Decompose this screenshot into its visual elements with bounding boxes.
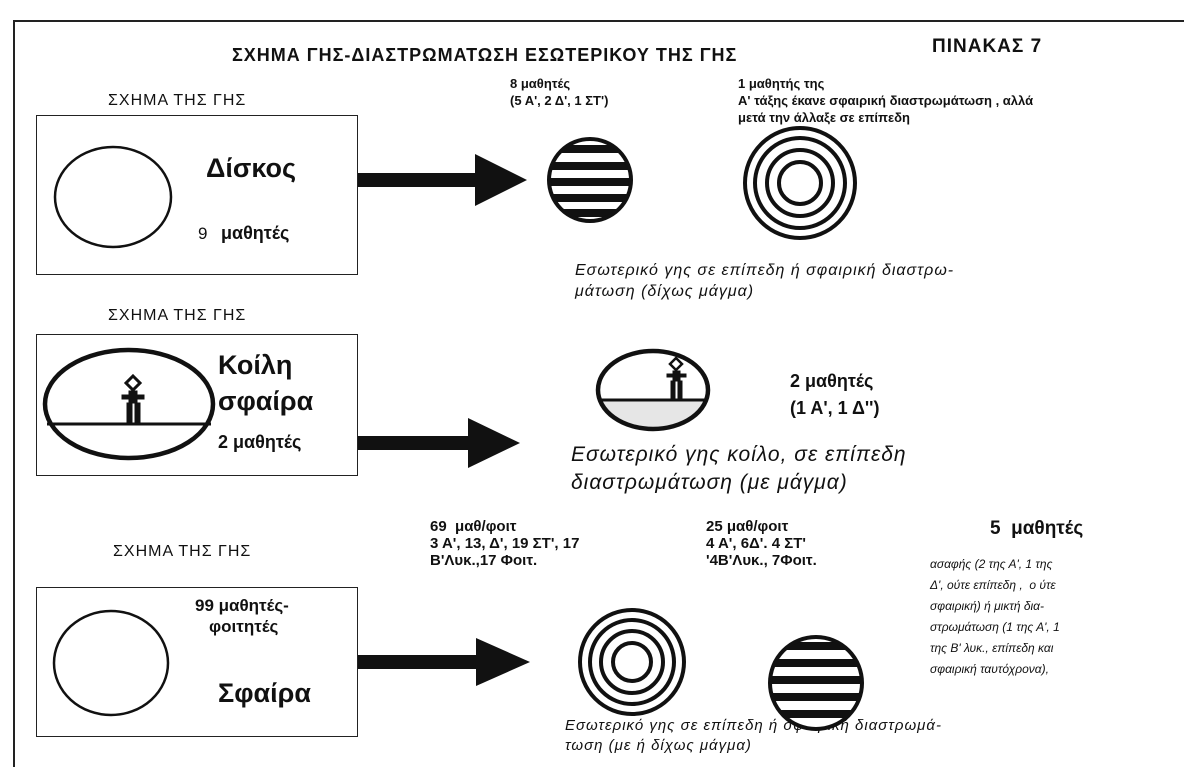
- row3-arrow: [358, 638, 530, 686]
- row3-caption-line1: Εσωτερικό γης σε επίπεδη ή σφαιρική διασ…: [565, 717, 942, 734]
- diagram-title: ΣΧΗΜΑ ΓΗΣ-ΔΙΑΣΤΡΩΜΑΤΩΣΗ ΕΣΩΤΕΡΙΚΟΥ ΤΗΣ Γ…: [232, 45, 738, 65]
- row1-group2-line2: Α' τάξης έκανε σφαιρική διαστρωμάτωση , …: [738, 93, 1034, 108]
- row3-sphere-ellipse: [52, 609, 170, 717]
- row3-group2-breakdown2: '4Β'Λυκ., 7Φοιτ.: [706, 552, 817, 569]
- row1-caption-line2: μάτωση (δίχως μάγμα): [575, 283, 755, 300]
- row2-stick-figure: [121, 373, 145, 424]
- row3-concentric-sphere: [578, 608, 686, 716]
- row3-group3-line6: σφαιρική ταυτόχρονα),: [930, 662, 1049, 676]
- row3-group2-count: 25 μαθ/φοιτ: [706, 518, 789, 535]
- row1-count-word: μαθητές: [221, 223, 290, 243]
- row2-group-count: 2 μαθητές: [790, 371, 874, 391]
- row3-group1-breakdown1: 3 Α', 13, Δ', 19 ΣΤ', 17: [430, 535, 580, 552]
- row3-group3-line5: της Β' λυκ., επίπεδη και: [930, 641, 1054, 655]
- row1-concentric-sphere: [743, 126, 857, 240]
- row3-group3-line3: σφαιρική) ή μικτή δια-: [930, 599, 1044, 613]
- row1-shape-label: ΣΧΗΜΑ ΤΗΣ ΓΗΣ: [108, 92, 247, 109]
- row1-caption-line1: Εσωτερικό γης σε επίπεδη ή σφαιρική διασ…: [575, 262, 955, 279]
- row3-group3-line2: Δ', ούτε επίπεδη , ο ύτε: [930, 578, 1056, 592]
- row1-group1-count: 8 μαθητές: [510, 76, 571, 91]
- row3-shape-name: Σφαίρα: [218, 678, 311, 708]
- row3-group3-line1: ασαφής (2 της Α', 1 της: [930, 557, 1053, 571]
- row3-group3-line4: στρωμάτωση (1 της Α', 1: [930, 620, 1060, 634]
- row2-caption-line2: διαστρωμάτωση (με μάγμα): [571, 471, 848, 494]
- row2-hollow-sphere-icon: [42, 347, 216, 461]
- table-label: ΠΙΝΑΚΑΣ 7: [932, 36, 1043, 57]
- row1-arrow: [358, 154, 527, 206]
- figure-frame: [13, 20, 1184, 767]
- row1-shape-name: Δίσκος: [206, 153, 297, 183]
- row1-shape-box: [36, 115, 358, 275]
- row3-caption-line2: τωση (με ή δίχως μάγμα): [565, 737, 752, 754]
- row1-group2-line1: 1 μαθητής της: [738, 76, 825, 91]
- row3-layered-sphere: [768, 635, 864, 731]
- row2-hollow-sphere-result: [595, 348, 711, 432]
- row3-group3-title: 5 μαθητές: [990, 518, 1084, 539]
- row3-group1-breakdown2: Β'Λυκ.,17 Φοιτ.: [430, 552, 538, 569]
- row3-shape-label: ΣΧΗΜΑ ΤΗΣ ΓΗΣ: [113, 543, 252, 560]
- row3-group1-count: 69 μαθ/φοιτ: [430, 518, 517, 535]
- row3-count-line1: 99 μαθητές-: [195, 596, 289, 615]
- row2-shape-name-line2: σφαίρα: [218, 386, 314, 416]
- row1-group1-breakdown: (5 Α', 2 Δ', 1 ΣΤ'): [510, 93, 609, 108]
- row2-group-breakdown: (1 Α', 1 Δ''): [790, 398, 880, 418]
- row2-arrow: [358, 418, 520, 468]
- row2-count: 2 μαθητές: [218, 432, 302, 452]
- row3-count-line2: φοιτητές: [209, 617, 279, 636]
- row1-group2-line3: μετά την άλλαξε σε επίπεδη: [738, 110, 910, 125]
- row2-caption-line1: Εσωτερικό γης κοίλο, σε επίπεδη: [571, 443, 907, 466]
- row3-group2-breakdown1: 4 Α', 6Δ'. 4 ΣΤ': [706, 535, 806, 552]
- row1-disc-ellipse: [53, 145, 173, 249]
- row2-shape-name-line1: Κοίλη: [218, 350, 293, 380]
- row1-layered-sphere: [547, 137, 633, 223]
- row2-shape-label: ΣΧΗΜΑ ΤΗΣ ΓΗΣ: [108, 307, 247, 324]
- row1-count-number: 9: [198, 224, 208, 243]
